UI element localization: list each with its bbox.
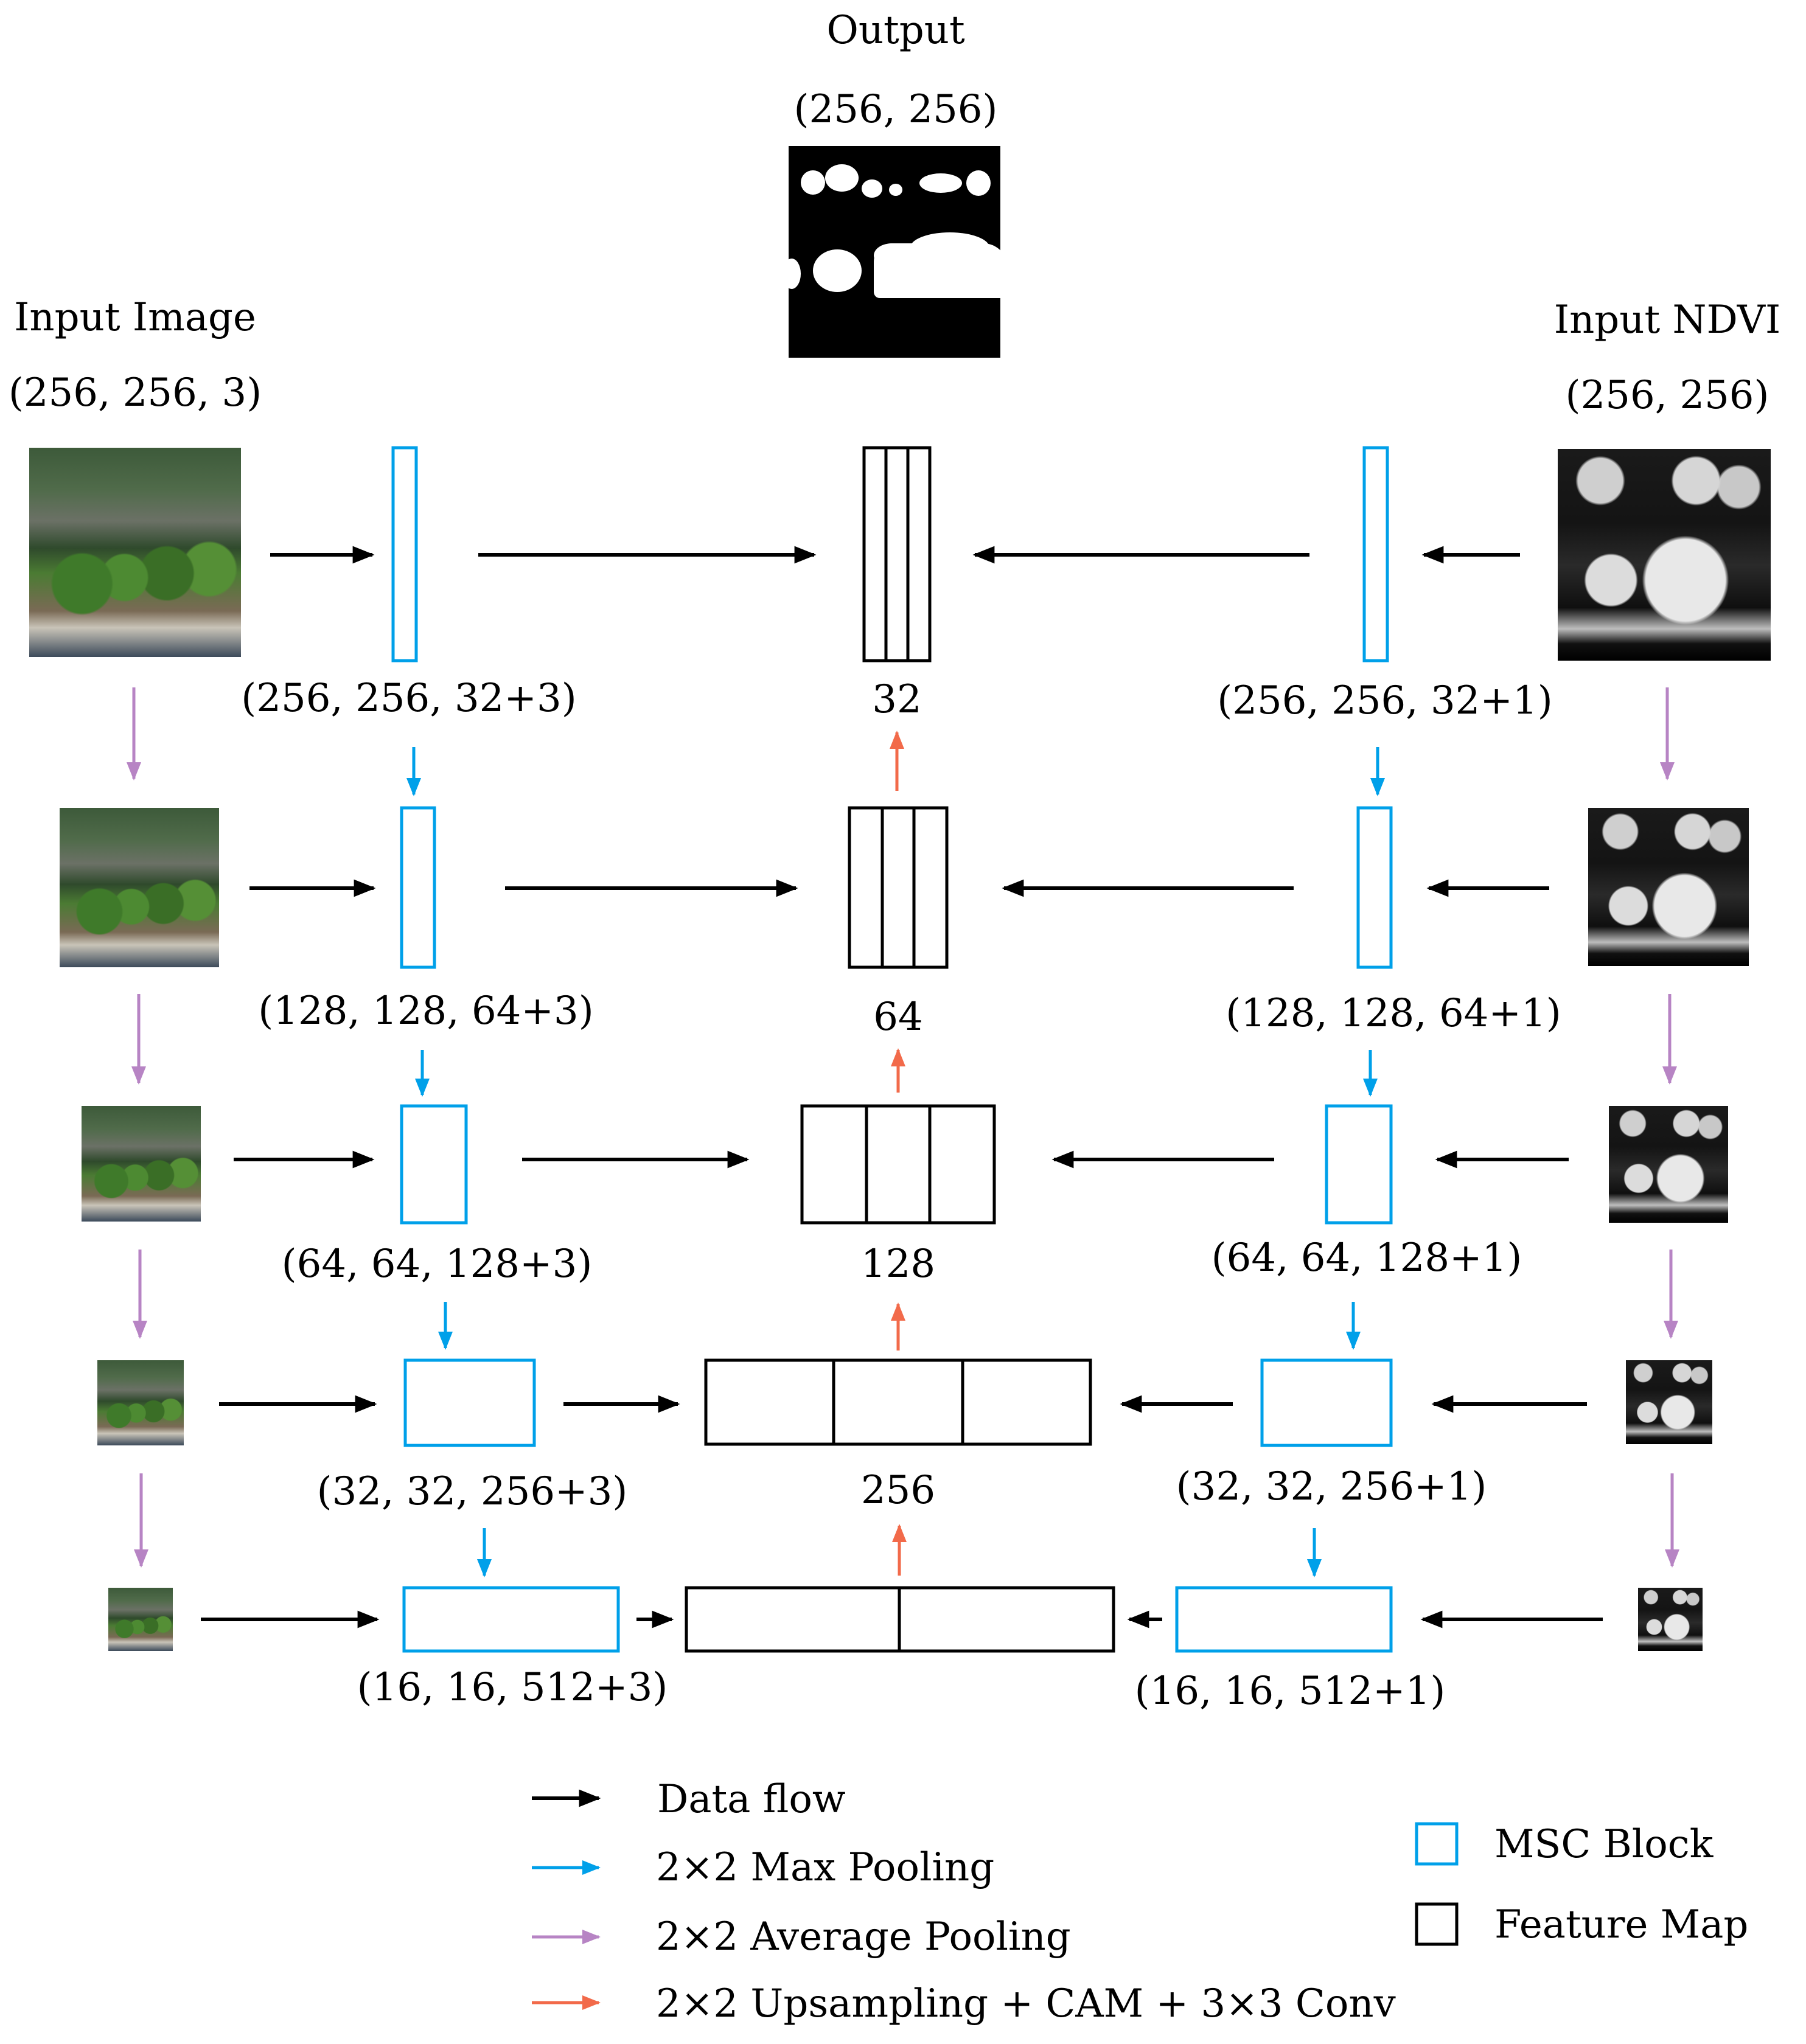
feature-map-128 [800,1104,996,1225]
msc-left-label: (256, 256, 32+3) [241,676,577,721]
msc-right-label: (128, 128, 64+1) [1226,991,1561,1036]
legend-feature-map-swatch [1415,1902,1459,1946]
legend-msc-block-swatch [1415,1822,1459,1866]
legend-msc-block-label: MSC Block [1494,1822,1714,1867]
msc-block-left-4 [403,1358,536,1447]
msc-block-right-2 [1356,806,1393,969]
feature-map-512 [685,1586,1115,1653]
msc-block-right-3 [1325,1104,1393,1225]
output-title: Output [826,8,965,53]
msc-right-label: (64, 64, 128+1) [1211,1236,1522,1281]
input-ndvi-16 [1638,1588,1703,1651]
feature-map-label: 256 [860,1468,936,1513]
input-ndvi-128 [1588,808,1749,966]
feature-map-32 [862,446,932,662]
input-ndvi-256 [1558,449,1771,661]
legend-feature-map-label: Feature Map [1494,1902,1749,1947]
input-image-32 [97,1360,184,1445]
legend-average-pooling-label: 2×2 Average Pooling [656,1914,1071,1959]
output-mask-image [789,146,1000,358]
input-image-256 [29,448,241,657]
input-image-128 [60,808,219,967]
msc-right-label: (32, 32, 256+1) [1176,1464,1487,1509]
msc-left-label: (64, 64, 128+3) [281,1242,593,1287]
msc-left-label: (128, 128, 64+3) [258,989,594,1034]
input-ndvi-title: Input NDVI [1553,297,1781,342]
msc-right-label: (16, 16, 512+1) [1134,1669,1446,1714]
input-image-title: Input Image [14,295,256,340]
feature-map-64 [848,806,949,969]
feature-map-label: 64 [873,995,923,1040]
output-dims: (256, 256) [793,87,998,132]
msc-block-right-1 [1362,446,1389,662]
msc-left-label: (32, 32, 256+3) [316,1469,628,1514]
feature-map-label: 128 [860,1242,936,1287]
msc-block-right-5 [1175,1586,1393,1653]
input-ndvi-64 [1609,1106,1728,1223]
input-ndvi-32 [1626,1360,1712,1444]
input-ndvi-dims: (256, 256) [1565,373,1769,418]
feature-map-256 [704,1358,1092,1446]
msc-block-left-3 [400,1104,468,1225]
input-image-dims: (256, 256, 3) [8,370,262,415]
feature-map-label: 32 [872,677,922,722]
input-image-64 [82,1106,201,1222]
legend-max-pooling-label: 2×2 Max Pooling [656,1845,995,1890]
msc-block-right-4 [1260,1358,1393,1447]
input-image-16 [108,1588,173,1651]
legend-upsampling-label: 2×2 Upsampling + CAM + 3×3 Conv [656,1981,1396,2026]
msc-block-left-5 [402,1586,620,1653]
msc-block-left-1 [391,446,418,662]
msc-left-label: (16, 16, 512+3) [357,1665,668,1710]
msc-block-left-2 [400,806,436,969]
msc-right-label: (256, 256, 32+1) [1217,678,1553,723]
legend-data-flow-label: Data flow [657,1777,846,1822]
